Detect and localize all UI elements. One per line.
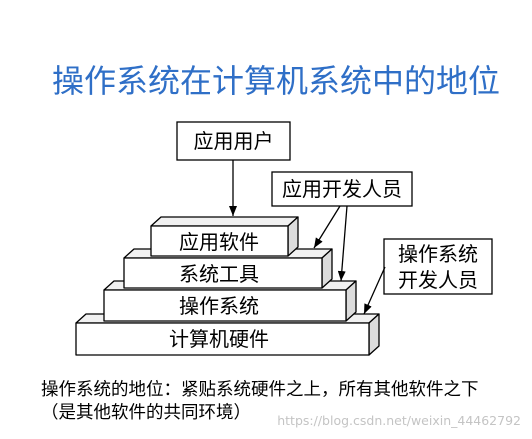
- layer-label: 计算机硬件: [169, 327, 269, 351]
- actor-label: 应用用户: [194, 129, 274, 153]
- arrow-os-developer-to-operating-system: [363, 266, 386, 315]
- actor-label-line-2: 开发人员: [398, 268, 478, 292]
- layer-application-software: 应用软件: [150, 216, 299, 257]
- caption-line-1: 操作系统的地位：紧贴系统硬件之上，所有其他软件之下: [41, 380, 479, 400]
- actor-box: [176, 121, 291, 161]
- actor-box: [383, 238, 493, 295]
- actor-box: [271, 171, 413, 207]
- actor-application-developer: 应用开发人员: [271, 171, 413, 207]
- arrows: [229, 160, 386, 315]
- layer-top-face: [150, 216, 299, 227]
- actor-label: 应用开发人员: [282, 177, 402, 201]
- caption-line-2: （是其他软件的共同环境）: [41, 403, 251, 423]
- actor-os-developer: 操作系统 开发人员: [383, 238, 493, 295]
- layer-front-face: [150, 225, 289, 257]
- layer-front-face: [123, 257, 323, 289]
- page-title: 操作系统在计算机系统中的地位: [52, 62, 500, 100]
- layer-label: 应用软件: [179, 230, 259, 254]
- layer-front-face: [75, 322, 370, 356]
- layer-label: 操作系统: [179, 294, 259, 318]
- watermark: https://blog.csdn.net/weixin_44462792: [277, 413, 521, 428]
- actor-label-line-1: 操作系统: [398, 242, 478, 266]
- actor-application-user: 应用用户: [176, 121, 291, 161]
- layer-label: 系统工具: [179, 262, 259, 286]
- arrow-app-developer-to-system-tools: [337, 205, 348, 282]
- arrow-app-developer-to-application-software: [313, 205, 341, 249]
- layer-front-face: [103, 289, 347, 322]
